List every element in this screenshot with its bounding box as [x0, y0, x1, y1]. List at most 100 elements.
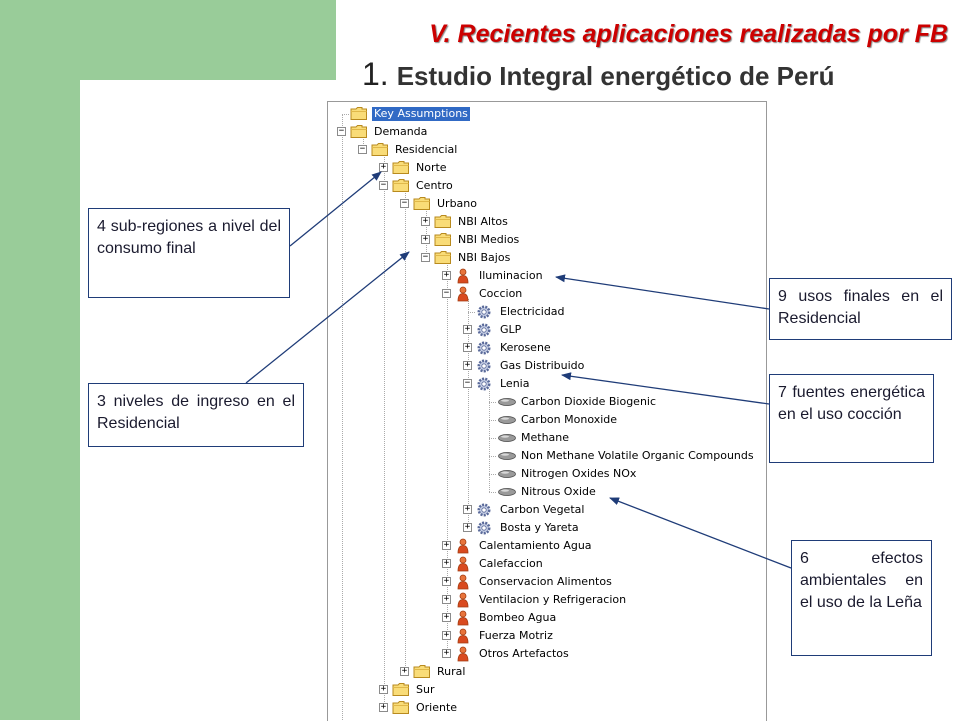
tree-node[interactable]: Methane: [328, 429, 764, 447]
expand-toggle[interactable]: +: [421, 216, 430, 226]
tree-node[interactable]: +Bosta y Yareta: [328, 519, 764, 537]
tree-node-label: Non Methane Volatile Organic Compounds: [521, 449, 754, 462]
expand-toggle[interactable]: +: [442, 576, 451, 586]
tree-guide-line: [362, 137, 364, 150]
expand-toggle[interactable]: +: [442, 612, 451, 622]
tree-node[interactable]: Key Assumptions: [328, 105, 764, 123]
tree-node[interactable]: +NBI Medios: [328, 231, 764, 249]
tree-node[interactable]: +Ventilacion y Refrigeracion: [328, 591, 764, 609]
expand-toggle[interactable]: +: [442, 594, 451, 604]
expand-toggle[interactable]: +: [421, 234, 430, 244]
expand-toggle[interactable]: +: [442, 630, 451, 640]
expand-toggle[interactable]: +: [442, 648, 451, 658]
tree-branch: [488, 420, 496, 421]
expand-toggle[interactable]: +: [442, 540, 451, 550]
gear-icon: [476, 322, 492, 341]
tree-node[interactable]: +Kerosene: [328, 339, 764, 357]
tree-node[interactable]: +Sur: [328, 681, 764, 699]
gear-icon: [476, 520, 492, 539]
tree-node[interactable]: −NBI Bajos: [328, 249, 764, 267]
tree-node-label: Calentamiento Agua: [479, 539, 592, 552]
tree-node[interactable]: +Rural: [328, 663, 764, 681]
tree-branch: [341, 114, 349, 115]
tree-node-label: Residencial: [395, 143, 458, 156]
callout-fuentes: 7 fuentes energética en el uso cocción: [769, 374, 934, 463]
folder-icon: [413, 196, 431, 214]
collapse-toggle[interactable]: −: [358, 144, 367, 154]
callout-usos: 9 usos finales en el Residencial: [769, 278, 952, 340]
person-icon: [455, 628, 471, 647]
expand-toggle[interactable]: +: [379, 684, 388, 694]
callout-subregiones: 4 sub-regiones a nivel del consumo final: [88, 208, 290, 298]
person-icon: [455, 286, 471, 305]
tree-node[interactable]: − Residencial: [328, 141, 764, 159]
folder-icon: [392, 700, 410, 718]
expand-toggle[interactable]: +: [463, 342, 472, 352]
tree-view[interactable]: Key Assumptions−Demanda−Residencial+Nort…: [327, 101, 767, 721]
expand-toggle[interactable]: +: [463, 522, 472, 532]
expand-toggle[interactable]: +: [463, 360, 472, 370]
tree-node[interactable]: −Coccion: [328, 285, 764, 303]
tree-node[interactable]: − Demanda: [328, 123, 764, 141]
tree-node[interactable]: +NBI Altos: [328, 213, 764, 231]
expand-toggle[interactable]: +: [442, 558, 451, 568]
collapse-toggle[interactable]: −: [400, 198, 409, 208]
tree-node[interactable]: +Norte: [328, 159, 764, 177]
tree-node[interactable]: +Oriente: [328, 699, 764, 717]
tree-branch: [488, 456, 496, 457]
tree-node[interactable]: + Conservacion Alimentos: [328, 573, 764, 591]
collapse-toggle[interactable]: −: [442, 288, 451, 298]
expand-toggle[interactable]: +: [463, 324, 472, 334]
tree-node[interactable]: −Centro: [328, 177, 764, 195]
tree-node[interactable]: −Urbano: [328, 195, 764, 213]
tree-node-label: Carbon Monoxide: [521, 413, 618, 426]
tree-node[interactable]: Non Methane Volatile Organic Compounds: [328, 447, 764, 465]
tree-node[interactable]: +GLP: [328, 321, 764, 339]
person-icon: [455, 646, 471, 665]
tree-node[interactable]: +Fuerza Motriz: [328, 627, 764, 645]
expand-toggle[interactable]: +: [379, 702, 388, 712]
folder-icon: [392, 160, 410, 178]
collapse-toggle[interactable]: −: [463, 378, 472, 388]
tree-node-label: Gas Distribuido: [500, 359, 585, 372]
callout-ingreso: 3 niveles de ingreso en el Residencial: [88, 383, 304, 447]
tree-node-label: Calefaccion: [479, 557, 543, 570]
gear-icon: [476, 358, 492, 377]
tree-node[interactable]: Nitrogen Oxides NOx: [328, 465, 764, 483]
collapse-toggle[interactable]: −: [421, 252, 430, 262]
gear-icon: [476, 376, 492, 395]
tree-node-label: Electricidad: [500, 305, 565, 318]
arrow-ingreso: [245, 251, 410, 384]
person-icon: [455, 610, 471, 629]
tree-node[interactable]: Nitrous Oxide: [328, 483, 764, 501]
tree-node[interactable]: + Calefaccion: [328, 555, 764, 573]
tree-node[interactable]: +Otros Artefactos: [328, 645, 764, 663]
tree-node-label: Conservacion Alimentos: [479, 575, 612, 588]
expand-toggle[interactable]: +: [379, 162, 388, 172]
tree-node[interactable]: +Carbon Vegetal: [328, 501, 764, 519]
tree-node[interactable]: Electricidad: [328, 303, 764, 321]
arrow-efectos: [609, 497, 792, 569]
rounded-corner: [80, 80, 200, 200]
tree-node[interactable]: Carbon Dioxide Biogenic: [328, 393, 764, 411]
tree-node[interactable]: −Lenia: [328, 375, 764, 393]
folder-icon: [434, 214, 452, 232]
tree-node[interactable]: + Iluminacion: [328, 267, 764, 285]
tree-node[interactable]: +Bombeo Agua: [328, 609, 764, 627]
tree-node[interactable]: + Calentamiento Agua: [328, 537, 764, 555]
gear-icon: [476, 304, 492, 323]
collapse-toggle[interactable]: −: [337, 126, 346, 136]
tree-node[interactable]: + Gas Distribuido: [328, 357, 764, 375]
tree-guide-line: [446, 263, 448, 654]
collapse-toggle[interactable]: −: [379, 180, 388, 190]
expand-toggle[interactable]: +: [463, 504, 472, 514]
expand-toggle[interactable]: +: [400, 666, 409, 676]
pill-icon: [497, 451, 517, 464]
folder-icon: [413, 664, 431, 682]
tree-node[interactable]: Carbon Monoxide: [328, 411, 764, 429]
expand-toggle[interactable]: +: [442, 270, 451, 280]
tree-node-label: Iluminacion: [479, 269, 543, 282]
tree-branch: [488, 492, 496, 493]
tree-node-label: Demanda: [374, 125, 428, 138]
